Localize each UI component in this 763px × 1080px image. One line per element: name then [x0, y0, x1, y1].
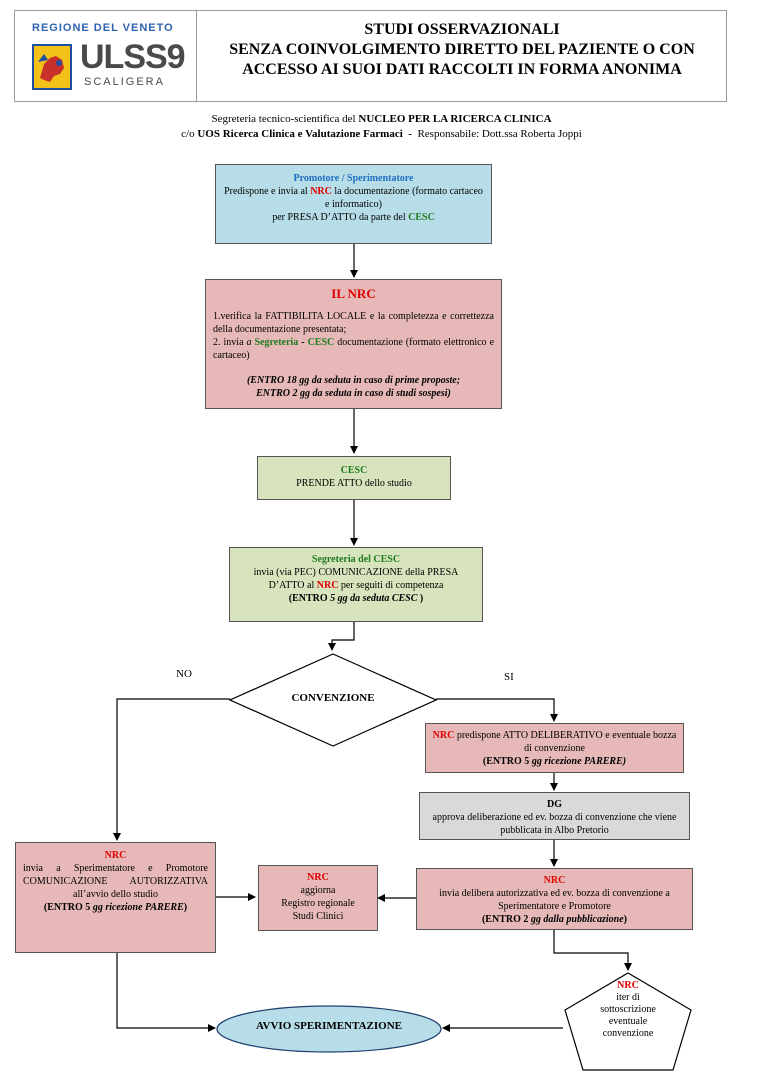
promotore-text-c: per PRESA D’ATTO da parte del [272, 212, 409, 223]
promotore-cesc: CESC [408, 212, 435, 223]
lion-crest-icon [32, 44, 72, 90]
dg-text: approva deliberazione ed ev. bozza di co… [432, 812, 677, 836]
il-nrc-item-2: 2. invia a Segreteria - CESC documentazi… [213, 336, 494, 362]
segreteria-deadline-b: 5 gg da seduta CESC [330, 593, 418, 604]
uos-name: UOS Ricerca Clinica e Valutazione Farmac… [197, 128, 403, 140]
promotore-text: Predispone e invia al NRC la documentazi… [222, 185, 485, 211]
box-promotore: Promotore / Sperimentatore Predispone e … [215, 164, 492, 244]
comunicazione-nrc: NRC [104, 850, 127, 861]
ulss-wordmark: ULSS9 [80, 38, 186, 76]
item2-dash: - [298, 337, 308, 348]
pentagon-text: NRC iter di sottoscrizione eventuale con… [563, 980, 693, 1040]
box-comunicazione-autorizzativa: NRC invia a Sperimentatore e Promotore C… [15, 842, 216, 953]
pentagon-nrc: NRC [617, 980, 639, 991]
subheader-separator: - [402, 128, 418, 140]
terminal-label: AVVIO SPERIMENTAZIONE [256, 1020, 402, 1032]
segreteria-deadline-c: ) [417, 593, 424, 604]
comunicazione-text: invia a Sperimentatore e Promotore COMUN… [23, 863, 208, 900]
segreteria-title-a: Segreteria del [311, 554, 374, 565]
nucleo-name: NUCLEO PER LA RICERCA CLINICA [358, 113, 552, 125]
title-line-3: ACCESSO AI SUOI DATI RACCOLTI IN FORMA A… [242, 61, 682, 78]
subheader-prefix: Segreteria tecnico-scientifica del [211, 113, 359, 125]
scaligera-wordmark: SCALIGERA [84, 76, 165, 88]
delibera-deadline: (ENTRO 2 gg dalla pubblicazione) [423, 913, 686, 926]
logo: REGIONE DEL VENETO ULSS9 SCALIGERA [14, 10, 197, 102]
atto-nrc: NRC [432, 730, 455, 741]
registro-line-3: Studi Clinici [292, 911, 344, 922]
comunicazione-deadline-a: (ENTRO 5 [43, 902, 93, 913]
decision-diamond [229, 653, 437, 747]
pentagon-line-1: iter di [616, 992, 640, 1003]
subheader-co: c/o [181, 128, 198, 140]
subheader-line-2: c/o UOS Ricerca Clinica e Valutazione Fa… [0, 128, 763, 140]
box-segreteria-cesc: Segreteria del CESC invia (via PEC) COMU… [229, 547, 483, 622]
pentagon-shape [564, 972, 692, 1071]
title-line-1: STUDI OSSERVAZIONALI [364, 21, 560, 38]
promotore-presa: per PRESA D’ATTO da parte del CESC [222, 211, 485, 224]
region-name: REGIONE DEL VENETO [32, 22, 174, 34]
segreteria-title-cesc: CESC [373, 554, 401, 565]
box-dg: DG approva deliberazione ed ev. bozza di… [419, 792, 690, 840]
responsible-name: Responsabile: Dott.ssa Roberta Joppi [417, 128, 582, 140]
delibera-text: invia delibera autorizzativa ed ev. bozz… [439, 888, 670, 912]
item2-b: documentazione (formato elettronico e ca… [213, 337, 495, 361]
promotore-nrc: NRC [310, 186, 332, 197]
pentagon-line-2: sottoscrizione [600, 1004, 656, 1015]
page-title: STUDI OSSERVAZIONALI SENZA COINVOLGIMENT… [198, 20, 726, 80]
box-cesc: CESC PRENDE ATTO dello studio [257, 456, 451, 500]
pentagon-line-4: convenzione [602, 1028, 654, 1039]
delibera-nrc: NRC [543, 875, 566, 886]
branch-no-label: NO [176, 668, 192, 680]
il-nrc-item-1: 1.verifica la FATTIBILITA LOCALE e la co… [213, 311, 494, 335]
promotore-title: Promotore / Sperimentatore [293, 173, 414, 184]
box-il-nrc: IL NRC 1.verifica la FATTIBILITA LOCALE … [205, 279, 502, 409]
dg-title: DG [547, 799, 562, 810]
atto-deadline-b: gg ricezione PARERE) [531, 756, 627, 767]
il-nrc-deadline-1: (ENTRO 18 gg da seduta in caso di prime … [246, 375, 461, 386]
title-line-2: SENZA COINVOLGIMENTO DIRETTO DEL PAZIENT… [229, 41, 695, 58]
item2-a-italic: a [246, 337, 252, 348]
promotore-text-a: Predispone e invia al [224, 186, 311, 197]
segreteria-text-a: invia (via PEC) COMUNICAZIONE della PRES… [253, 567, 459, 591]
il-nrc-title: IL NRC [331, 286, 376, 301]
il-nrc-deadline-2: ENTRO 2 gg da seduta in caso di studi so… [256, 388, 451, 399]
item2-cesc: CESC [307, 337, 335, 348]
pentagon-line-3: eventuale [608, 1016, 648, 1027]
terminal-ellipse [216, 1005, 442, 1053]
cesc-text: PRENDE ATTO dello studio [296, 478, 412, 489]
segreteria-nrc: NRC [316, 580, 339, 591]
registro-line-1: aggiorna [300, 885, 336, 896]
header-frame [14, 10, 727, 102]
comunicazione-deadline-c: ) [183, 902, 188, 913]
registro-line-2: Registro regionale [281, 898, 355, 909]
promotore-text-b: la documentazione (formato cartaceo e in… [325, 186, 483, 210]
atto-deadline: (ENTRO 5 gg ricezione PARERE) [432, 755, 677, 768]
atto-text-body: predispone ATTO DELIBERATIVO e eventuale… [454, 730, 677, 754]
segreteria-text: invia (via PEC) COMUNICAZIONE della PRES… [236, 566, 476, 592]
subheader-line-1: Segreteria tecnico-scientifica del NUCLE… [0, 113, 763, 125]
box-atto-deliberativo: NRC predispone ATTO DELIBERATIVO e event… [425, 723, 684, 773]
item2-a: 2. invia [213, 337, 247, 348]
box-registro-regionale: NRC aggiorna Registro regionale Studi Cl… [258, 865, 378, 931]
comunicazione-deadline: (ENTRO 5 gg ricezione PARERE) [23, 901, 208, 914]
delibera-deadline-b: gg dalla pubblicazione [530, 914, 624, 925]
decision-label: CONVENZIONE [291, 692, 375, 704]
segreteria-title: Segreteria del CESC [236, 553, 476, 566]
segreteria-deadline: (ENTRO 5 gg da seduta CESC ) [236, 592, 476, 605]
comunicazione-deadline-b: gg ricezione PARERE [92, 902, 184, 913]
segreteria-text-b: per seguiti di competenza [338, 580, 444, 591]
box-invia-delibera: NRC invia delibera autorizzativa ed ev. … [416, 868, 693, 930]
segreteria-deadline-a: (ENTRO [288, 593, 331, 604]
atto-text: NRC predispone ATTO DELIBERATIVO e event… [432, 729, 677, 755]
atto-deadline-a: (ENTRO 5 [482, 756, 532, 767]
registro-nrc: NRC [307, 872, 329, 883]
item2-segreteria: Segreteria [254, 337, 299, 348]
delibera-deadline-c: ) [623, 914, 628, 925]
delibera-deadline-a: (ENTRO 2 [481, 914, 531, 925]
branch-si-label: SI [504, 671, 514, 683]
cesc-title: CESC [340, 465, 368, 476]
